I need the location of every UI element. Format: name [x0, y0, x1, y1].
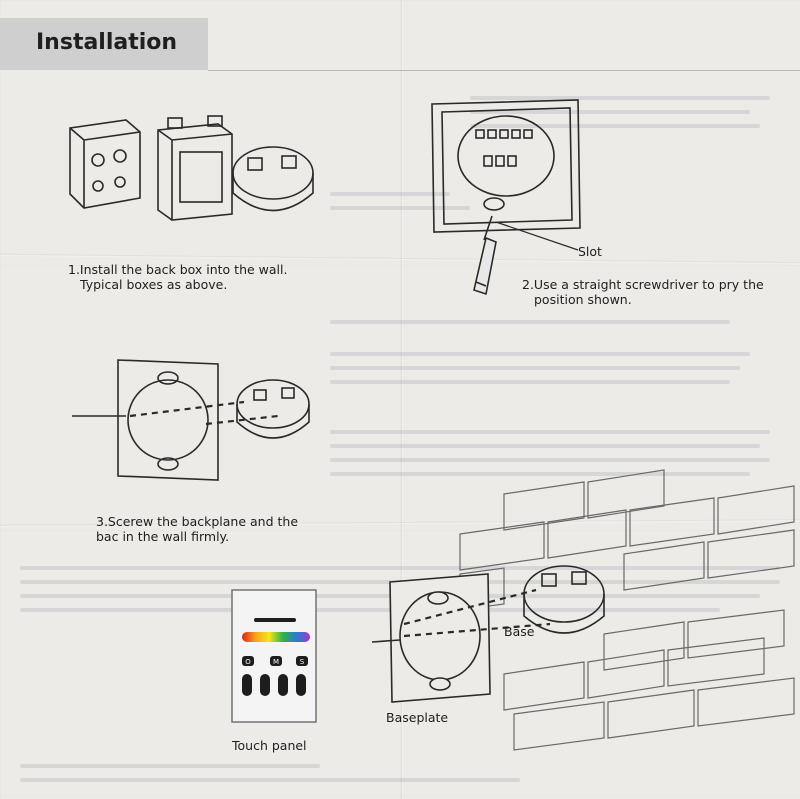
- step-3-line: bac in the wall firmly.: [96, 529, 230, 544]
- step-2-line: position shown.: [534, 292, 632, 307]
- step-2-caption: 2.Use a straight screwdriver to pry the …: [522, 277, 772, 307]
- base-label: Base: [504, 624, 535, 639]
- wall-assembly-illustration: [371, 469, 795, 751]
- slot-label: Slot: [578, 244, 602, 259]
- back-box-illustration: [69, 115, 314, 221]
- step-2-line: 2.Use a straight screwdriver to pry the: [522, 277, 764, 292]
- header-rule: [208, 70, 800, 71]
- step-3-caption: 3.Scerew the backplane and the bac in th…: [96, 514, 336, 544]
- step-1-caption: 1.Install the back box into the wall. Ty…: [68, 262, 328, 292]
- panel-key-label: M: [273, 658, 279, 666]
- step-3-line: 3.Scerew the backplane and the: [96, 514, 299, 529]
- touch-panel-label: Touch panel: [232, 738, 307, 753]
- step-1-line: Typical boxes as above.: [80, 277, 228, 292]
- header-band: [0, 18, 208, 70]
- screw-backplate-illustration: [72, 359, 310, 481]
- touch-panel-illustration: O M S: [231, 589, 317, 723]
- panel-key-label: S: [300, 658, 305, 666]
- pry-slot-illustration: [431, 99, 581, 296]
- page-title: Installation: [36, 30, 178, 55]
- panel-key-label: O: [245, 658, 251, 666]
- paper-fold: [401, 0, 403, 799]
- baseplate-label: Baseplate: [386, 710, 449, 725]
- step-1-line: 1.Install the back box into the wall.: [68, 262, 288, 277]
